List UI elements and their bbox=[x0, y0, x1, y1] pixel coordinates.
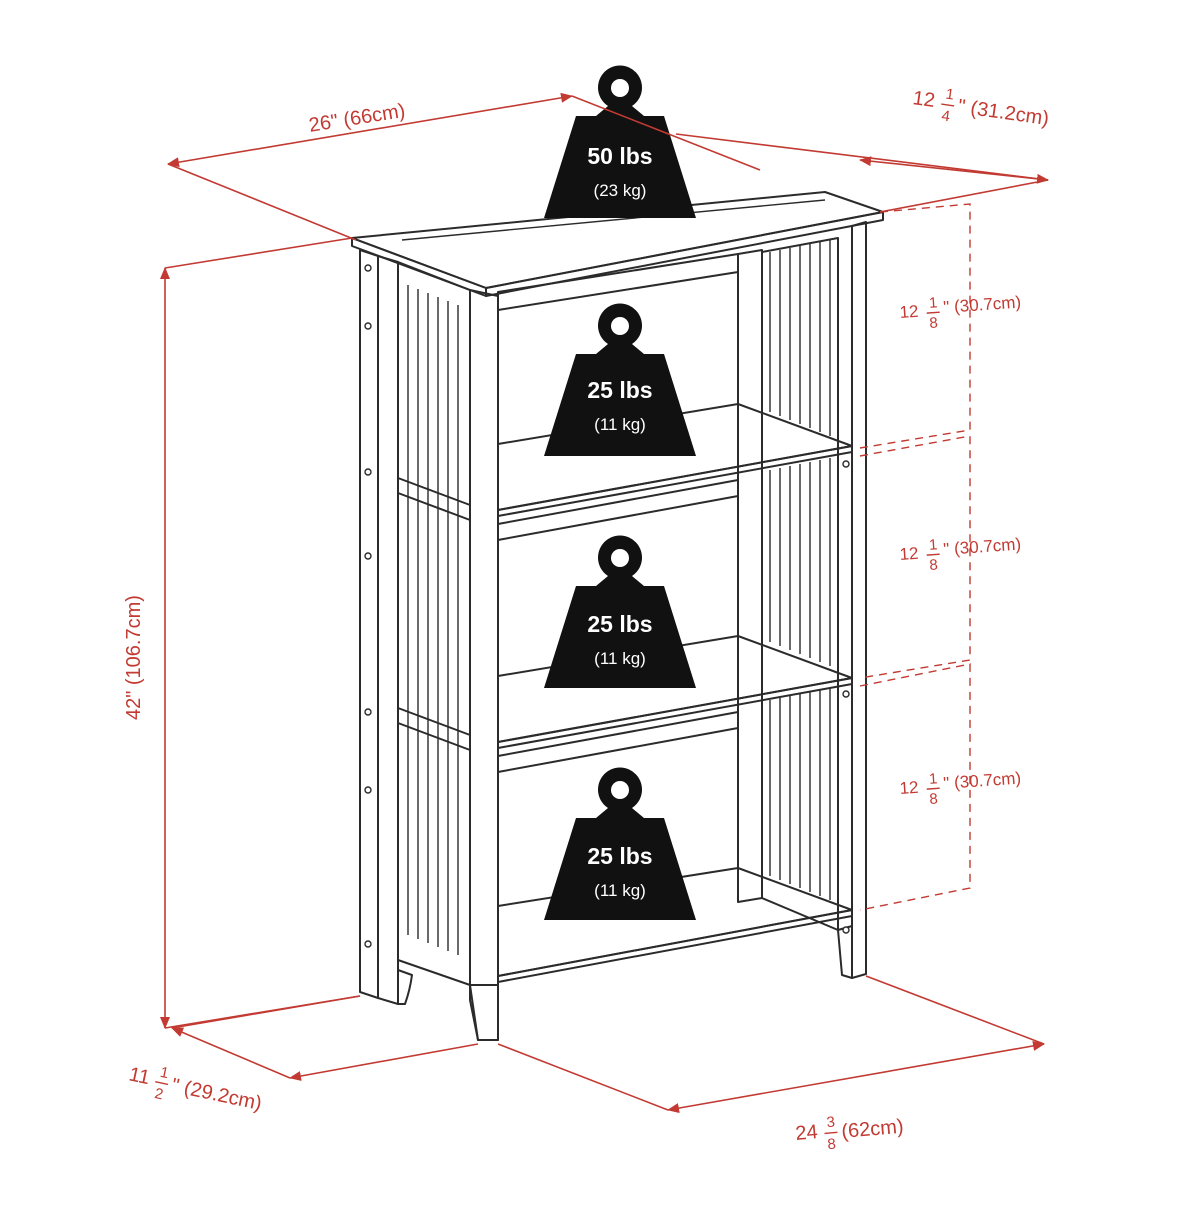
back-right-post bbox=[851, 221, 867, 979]
svg-text:" (30.7cm): " (30.7cm) bbox=[943, 769, 1022, 793]
top-panel-front-edge bbox=[485, 211, 884, 297]
weight-icon bbox=[544, 767, 696, 920]
svg-text:1: 1 bbox=[928, 770, 938, 788]
svg-text:" (30.7cm): " (30.7cm) bbox=[943, 293, 1022, 317]
svg-text:12: 12 bbox=[899, 778, 919, 798]
shelf-3-front bbox=[497, 909, 853, 983]
label-depth-bottom: 11 1 2 " (29.2cm) bbox=[127, 1063, 264, 1115]
svg-text:8: 8 bbox=[929, 556, 939, 574]
svg-text:8: 8 bbox=[827, 1136, 837, 1154]
svg-text:" (29.2cm): " (29.2cm) bbox=[170, 1074, 264, 1115]
svg-text:8: 8 bbox=[929, 314, 939, 332]
top-inner-line bbox=[401, 199, 826, 241]
right-side-slats bbox=[769, 240, 831, 900]
svg-text:2: 2 bbox=[153, 1085, 165, 1103]
weight-shelf-2-kg: (11 kg) bbox=[594, 649, 646, 668]
left-side-slats bbox=[407, 285, 459, 955]
svg-text:12: 12 bbox=[899, 544, 919, 564]
shelf-1-back-apron bbox=[497, 479, 739, 541]
label-width-bottom: 24 3 8 (62cm) bbox=[795, 1114, 905, 1154]
left-rail-2 bbox=[397, 707, 471, 751]
label-width-top: 26" (66cm) bbox=[307, 100, 406, 137]
top-panel-edge bbox=[351, 237, 487, 297]
label-depth-top: 12 1 4 " (31.2cm) bbox=[911, 86, 1051, 131]
back-right-inner-post bbox=[737, 249, 763, 903]
weight-badge-shelf-2: 25 lbs (11 kg) bbox=[544, 535, 696, 688]
svg-text:1: 1 bbox=[928, 294, 938, 312]
bookshelf-illustration bbox=[351, 191, 884, 1041]
svg-text:1: 1 bbox=[945, 86, 956, 104]
dimension-lines bbox=[160, 92, 1049, 1114]
top-apron bbox=[497, 253, 739, 311]
svg-text:12: 12 bbox=[911, 87, 936, 112]
back-right-foot bbox=[837, 925, 853, 979]
weight-shelf-1-lbs: 25 lbs bbox=[587, 377, 652, 403]
left-side-panel bbox=[397, 261, 471, 986]
label-shelf-gap-3: 12 1 8 " (30.7cm) bbox=[899, 769, 1022, 808]
weight-icon bbox=[544, 65, 696, 218]
weight-badge-shelf-3: 25 lbs (11 kg) bbox=[544, 767, 696, 920]
weight-shelf-3-lbs: 25 lbs bbox=[587, 843, 652, 869]
left-rail-1 bbox=[397, 477, 471, 521]
weight-badge-shelf-1: 25 lbs (11 kg) bbox=[544, 303, 696, 456]
svg-text:1: 1 bbox=[159, 1064, 171, 1082]
label-shelf-gap-2: 12 1 8 " (30.7cm) bbox=[899, 535, 1022, 574]
weight-shelf-2-lbs: 25 lbs bbox=[587, 611, 652, 637]
weight-badge-top: 50 lbs (23 kg) bbox=[544, 65, 696, 218]
screw-holes bbox=[364, 264, 850, 948]
svg-text:" (31.2cm): " (31.2cm) bbox=[957, 96, 1051, 131]
left-back-post bbox=[359, 249, 379, 999]
label-height: 42" (106.7cm) bbox=[123, 595, 145, 720]
svg-text:3: 3 bbox=[826, 1114, 836, 1132]
svg-text:1: 1 bbox=[928, 536, 938, 554]
front-left-post bbox=[469, 289, 499, 1041]
weight-shelf-1-kg: (11 kg) bbox=[594, 415, 646, 434]
label-shelf-gap-1: 12 1 8 " (30.7cm) bbox=[899, 293, 1022, 332]
weight-top-lbs: 50 lbs bbox=[587, 143, 652, 169]
left-back-foot bbox=[397, 969, 413, 1005]
svg-text:4: 4 bbox=[940, 107, 951, 125]
svg-text:11: 11 bbox=[127, 1063, 152, 1089]
svg-text:12: 12 bbox=[899, 302, 919, 322]
weight-icon bbox=[544, 535, 696, 688]
weight-top-kg: (23 kg) bbox=[594, 181, 647, 200]
left-back-post-face bbox=[377, 255, 399, 1005]
weight-shelf-3-kg: (11 kg) bbox=[594, 881, 646, 900]
right-side-panel bbox=[761, 237, 839, 931]
front-left-foot bbox=[469, 984, 499, 1041]
svg-text:(62cm): (62cm) bbox=[841, 1116, 905, 1143]
svg-text:8: 8 bbox=[929, 790, 939, 808]
shelf-2-back-apron bbox=[497, 711, 739, 773]
shelf-2-front bbox=[497, 677, 853, 749]
svg-text:24: 24 bbox=[795, 1121, 819, 1145]
svg-text:" (30.7cm): " (30.7cm) bbox=[943, 535, 1022, 559]
weight-icon bbox=[544, 303, 696, 456]
shelf-1-front bbox=[497, 445, 853, 517]
